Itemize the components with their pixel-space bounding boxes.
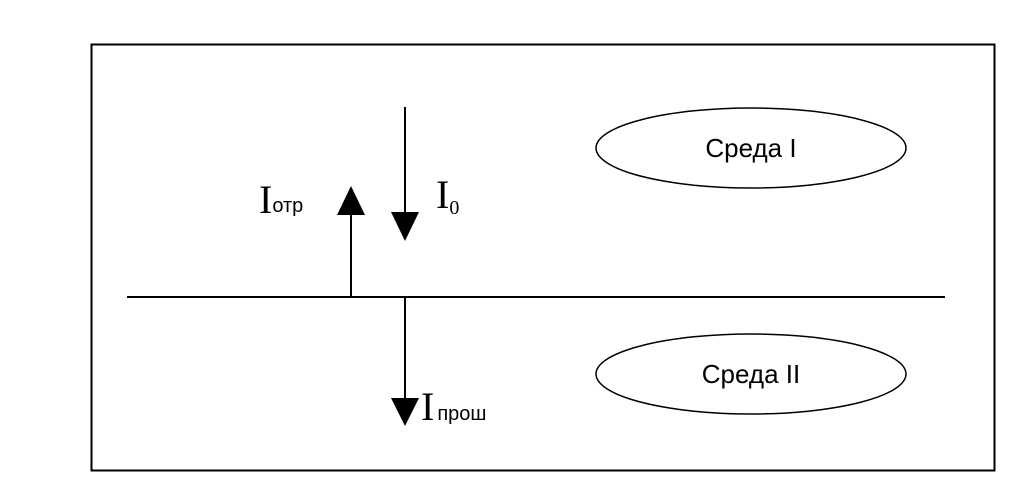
incident-beam-subscript: 0 [449, 197, 459, 219]
medium-1-ellipse [595, 107, 907, 189]
incident-beam-label: I0 [436, 172, 459, 219]
medium-1-label: Среда I [705, 133, 796, 163]
reflected-beam-subscript: отр [272, 195, 303, 217]
diagram-frame [90, 43, 996, 472]
reflected-beam-symbol: I [259, 177, 272, 222]
transmitted-beam-arrow [391, 297, 419, 426]
incident-beam-symbol: I [436, 172, 449, 217]
medium-2-ellipse [595, 333, 907, 415]
reflected-beam-label: Iотр [259, 177, 303, 222]
transmitted-beam-symbol: I [421, 384, 434, 429]
incident-beam-arrow [391, 107, 419, 241]
transmitted-beam-subscript: прош [437, 403, 486, 425]
medium-2-label: Среда II [702, 359, 800, 389]
reflected-beam-arrow [337, 186, 365, 297]
